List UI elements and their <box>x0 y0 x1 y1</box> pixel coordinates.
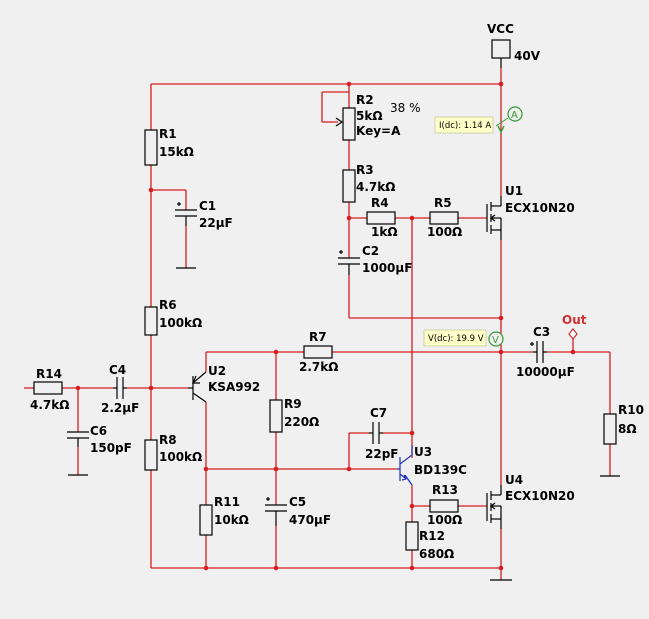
r4-value: 1kΩ <box>371 225 398 239</box>
voltage-probe-text: V(dc): 19.9 V <box>428 334 484 344</box>
resistor-r3[interactable] <box>342 169 356 203</box>
vcc-name: VCC <box>487 22 514 36</box>
resistor-r4[interactable] <box>366 211 396 225</box>
u3-value: BD139C <box>414 463 467 477</box>
c4-value: 2.2µF <box>101 401 139 415</box>
r7-ref: R7 <box>309 330 327 344</box>
r6-ref: R6 <box>159 298 177 312</box>
resistor-r6[interactable] <box>144 306 158 336</box>
r11-value: 10kΩ <box>214 513 249 527</box>
resistor-r8[interactable] <box>144 439 158 471</box>
r1-value: 15kΩ <box>159 145 194 159</box>
r10-ref: R10 <box>618 403 644 417</box>
r5-ref: R5 <box>434 196 452 210</box>
current-probe-symbol: A <box>511 110 518 121</box>
c6-value: 150pF <box>90 441 132 455</box>
r9-ref: R9 <box>284 397 302 411</box>
u3-emitter-wire <box>404 474 413 486</box>
c5-ref: C5 <box>289 495 306 509</box>
r8-value: 100kΩ <box>159 450 202 464</box>
r10-value: 8Ω <box>618 422 637 436</box>
c2-ref: C2 <box>362 244 379 258</box>
c3-ref: C3 <box>533 325 550 339</box>
current-probe-text: I(dc): 1.14 A <box>439 121 491 131</box>
c6-ref: C6 <box>90 424 107 438</box>
resistor-r5[interactable] <box>429 211 459 225</box>
r8-ref: R8 <box>159 433 177 447</box>
capacitor-c2[interactable] <box>338 250 360 275</box>
u2-value: KSA992 <box>208 380 260 394</box>
r2-ref: R2 <box>356 93 374 107</box>
c7-value: 22pF <box>365 447 399 461</box>
resistor-r12[interactable] <box>405 521 419 551</box>
r14-value: 4.7kΩ <box>30 398 69 412</box>
resistor-r10[interactable] <box>603 413 617 445</box>
voltage-probe[interactable]: V(dc): 19.9 V V <box>423 329 504 347</box>
r2-percent: 38 % <box>390 101 421 115</box>
wires <box>24 68 611 580</box>
u1-ref: U1 <box>505 184 523 198</box>
capacitor-c7[interactable] <box>369 422 383 444</box>
u3-ref: U3 <box>414 445 432 459</box>
c1-ref: C1 <box>199 199 216 213</box>
r3-value: 4.7kΩ <box>356 180 395 194</box>
r14-ref: R14 <box>36 367 62 381</box>
r2-value: 5kΩ <box>356 109 383 123</box>
resistor-r9[interactable] <box>269 399 283 433</box>
r7-value: 2.7kΩ <box>299 360 338 374</box>
r6-value: 100kΩ <box>159 316 202 330</box>
resistor-r14[interactable] <box>33 381 63 395</box>
resistor-r13[interactable] <box>429 499 459 513</box>
c3-value: 10000µF <box>516 365 575 379</box>
resistor-r11[interactable] <box>199 504 213 536</box>
transistor-u3[interactable] <box>397 445 413 481</box>
capacitor-c3[interactable] <box>530 341 547 363</box>
r12-value: 680Ω <box>419 547 454 561</box>
current-probe[interactable]: I(dc): 1.14 A A <box>434 106 523 134</box>
u1-value: ECX10N20 <box>505 201 575 215</box>
transistor-u2[interactable] <box>188 371 207 403</box>
out-label: Out <box>562 313 587 327</box>
capacitor-c6[interactable] <box>67 431 89 447</box>
r11-ref: R11 <box>214 495 240 509</box>
c2-value: 1000µF <box>362 261 412 275</box>
r12-ref: R12 <box>419 529 445 543</box>
capacitor-c5[interactable] <box>265 497 287 526</box>
r4-ref: R4 <box>371 196 389 210</box>
resistor-r7[interactable] <box>303 345 333 359</box>
labels: VCC 40V Out 38 % R1 15kΩ C1 22µF R2 5kΩ … <box>30 22 644 561</box>
r9-value: 220Ω <box>284 415 319 429</box>
vcc-source[interactable] <box>491 39 511 68</box>
r13-value: 100Ω <box>427 513 462 527</box>
c4-ref: C4 <box>109 363 126 377</box>
capacitor-c1[interactable] <box>175 202 197 226</box>
r2-key: Key=A <box>356 124 401 138</box>
u4-ref: U4 <box>505 473 523 487</box>
potentiometer-r2[interactable] <box>335 107 356 141</box>
c1-value: 22µF <box>199 216 233 230</box>
r5-value: 100Ω <box>427 225 462 239</box>
vcc-value: 40V <box>514 49 541 63</box>
mosfet-u4[interactable] <box>486 485 502 529</box>
c5-value: 470µF <box>289 513 331 527</box>
mosfet-u1[interactable] <box>486 196 502 240</box>
output-port-icon[interactable] <box>568 328 578 340</box>
r3-ref: R3 <box>356 163 374 177</box>
junction-dots <box>75 81 576 571</box>
voltage-probe-symbol: V <box>492 335 499 346</box>
u2-ref: U2 <box>208 364 226 378</box>
resistor-r1[interactable] <box>144 129 158 166</box>
r1-ref: R1 <box>159 127 177 141</box>
c7-ref: C7 <box>370 406 387 420</box>
capacitor-c4[interactable] <box>113 377 127 399</box>
u4-value: ECX10N20 <box>505 489 575 503</box>
r13-ref: R13 <box>432 483 458 497</box>
